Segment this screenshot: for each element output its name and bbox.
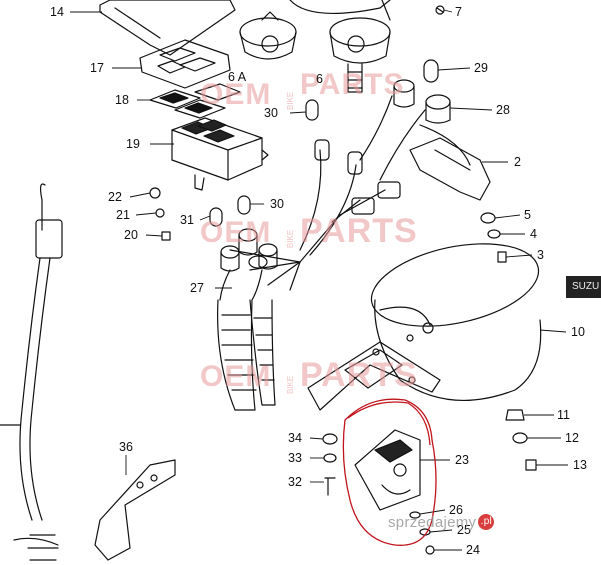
- callout-13: 13: [573, 458, 587, 472]
- part-6-knob: [329, 17, 391, 93]
- bracket-mount: [307, 341, 441, 411]
- callout-21: 21: [116, 208, 130, 222]
- watermark-side-2: BIKE: [286, 229, 295, 248]
- callout-2: 2: [514, 155, 521, 169]
- part-29-bulb: [423, 59, 439, 83]
- callout-36: 36: [119, 440, 133, 454]
- watermark-brand-2: OEM: [200, 216, 272, 249]
- callout-19: 19: [126, 137, 140, 151]
- callout-3: 3: [537, 248, 544, 262]
- part-19-housing: [171, 117, 269, 191]
- leader-lines: [70, 9, 568, 551]
- speedometer-cable: [0, 183, 63, 561]
- callout-6a: 6 A: [228, 70, 247, 84]
- watermark-parts-3: PARTS: [300, 356, 418, 394]
- callout-7: 7: [455, 5, 462, 19]
- part-6a-knob: [239, 11, 297, 60]
- callout-11: 11: [557, 408, 570, 422]
- callout-28: 28: [496, 103, 510, 117]
- footer-watermark: sprzedajemy.pl: [388, 514, 495, 531]
- callout-30-upper: 30: [264, 106, 278, 120]
- callout-31: 31: [180, 213, 194, 227]
- part-17-cover: [139, 39, 231, 89]
- callout-27: 27: [190, 281, 204, 295]
- callout-10: 10: [571, 325, 585, 339]
- callout-12: 12: [565, 431, 579, 445]
- callout-25: 25: [457, 523, 471, 537]
- connectors: [314, 139, 401, 215]
- callout-20: 20: [124, 228, 138, 242]
- part-36-bracket: [94, 459, 176, 561]
- wiring-harness: [229, 95, 471, 291]
- part-30-bulb-b: [237, 195, 251, 215]
- part-31-bulb: [209, 207, 223, 227]
- part-socket-upper: [393, 79, 415, 108]
- callout-32: 32: [288, 475, 302, 489]
- highlight-circle: [342, 398, 437, 546]
- callout-17: 17: [90, 61, 104, 75]
- part-14-bracket: [99, 0, 236, 56]
- watermark-brand-1: OEM: [200, 78, 272, 111]
- footer-watermark-badge: .pl: [478, 514, 495, 530]
- callout-18: 18: [115, 93, 129, 107]
- callout-6: 6: [316, 72, 323, 86]
- callout-26: 26: [449, 503, 463, 517]
- callout-34: 34: [288, 431, 302, 445]
- watermark-parts-2: PARTS: [300, 212, 418, 250]
- watermark-side-1: BIKE: [286, 91, 295, 110]
- part-18-buttons: [149, 83, 241, 119]
- callout-5: 5: [524, 208, 531, 222]
- callout-22: 22: [108, 190, 122, 204]
- part-30-bulb-a: [305, 99, 319, 121]
- part-28-socket: [425, 94, 451, 124]
- callout-33: 33: [288, 451, 302, 465]
- side-tab[interactable]: SUZU: [566, 276, 601, 298]
- part-7-screw: [435, 5, 445, 15]
- part-2-plate: [409, 137, 491, 201]
- callout-23: 23: [455, 453, 469, 467]
- callout-24: 24: [466, 543, 480, 557]
- watermark-brand-3: OEM: [200, 360, 272, 393]
- watermark-side-3: BIKE: [286, 375, 295, 394]
- callout-29: 29: [474, 61, 488, 75]
- watermark-parts-1: PARTS: [300, 68, 405, 101]
- part-23-panel: [354, 429, 421, 511]
- footer-watermark-text: sprzedajemy: [388, 514, 477, 531]
- callout-14: 14: [50, 5, 64, 19]
- callout-4: 4: [530, 227, 537, 241]
- callout-30-lower: 30: [270, 197, 284, 211]
- part-27-sockets: [217, 228, 278, 411]
